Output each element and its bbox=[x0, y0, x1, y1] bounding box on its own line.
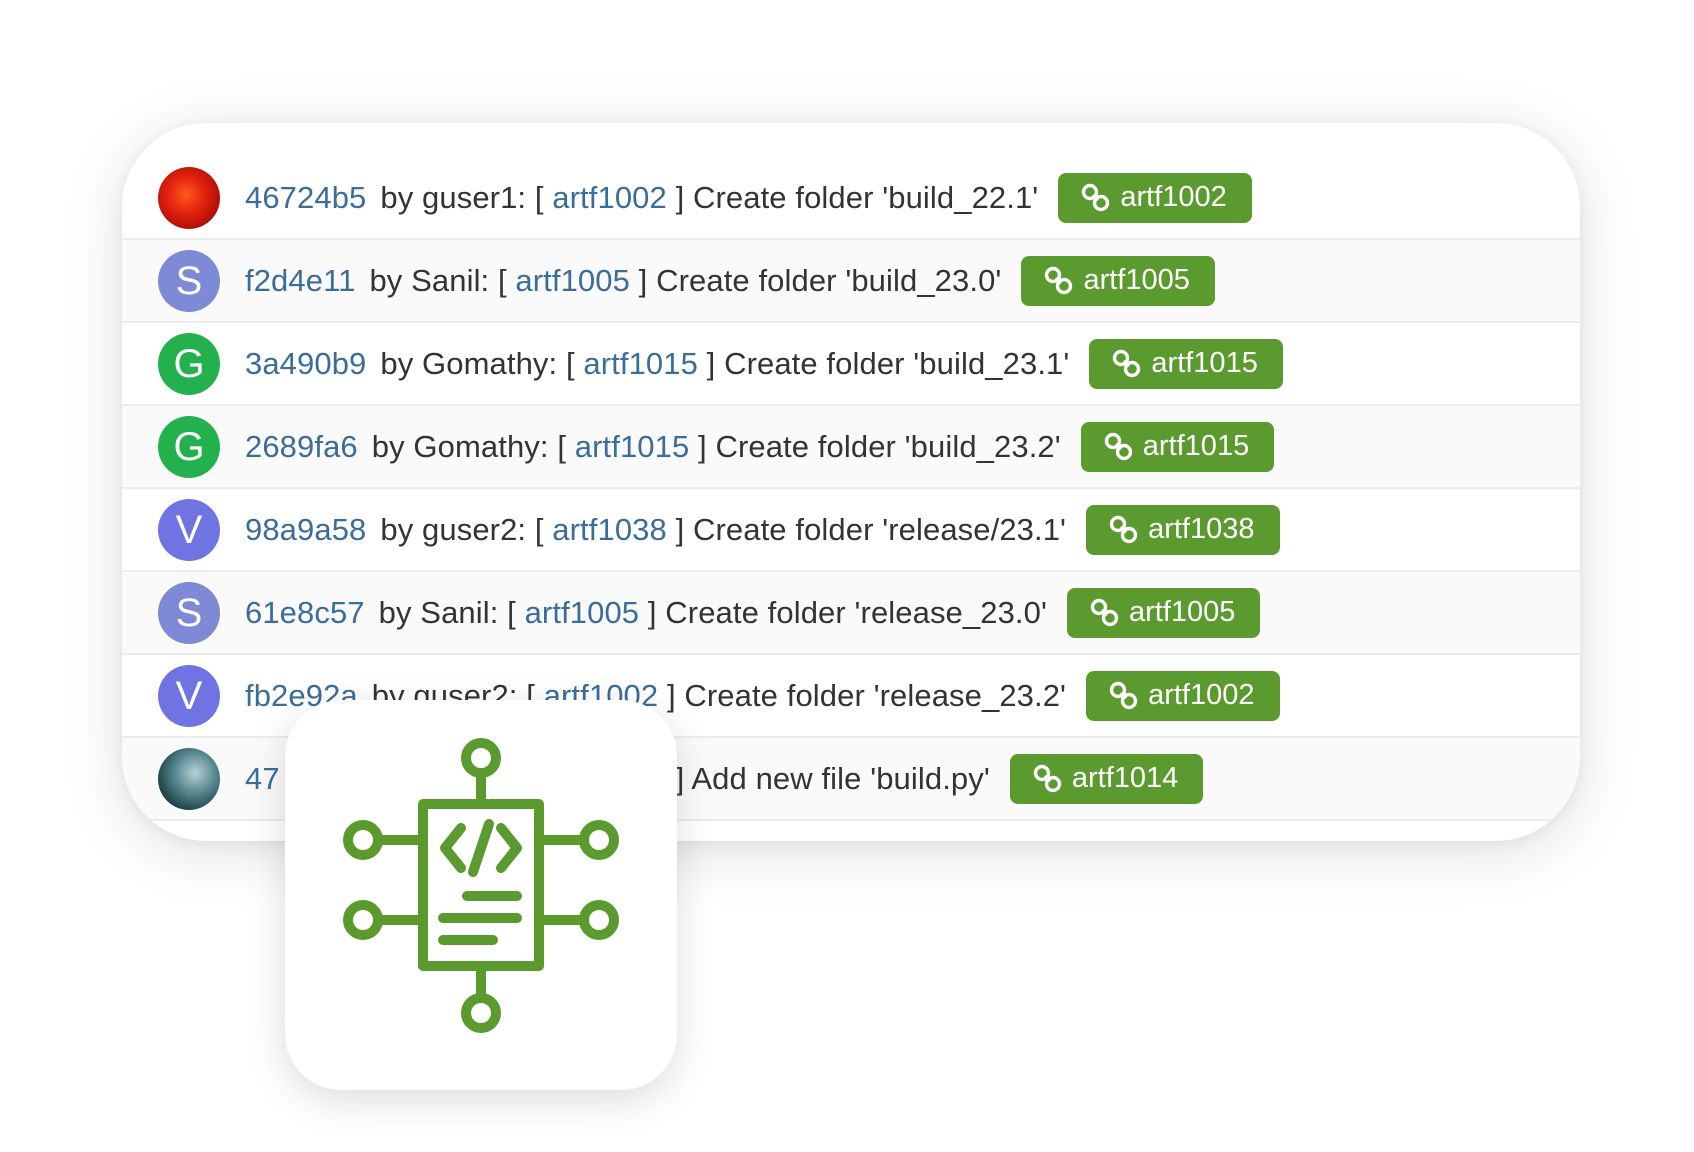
commit-text: 46724b5 by guser1: [ artf1002 ] Create fo… bbox=[245, 180, 1038, 216]
link-chain-icon bbox=[1090, 598, 1119, 626]
artifact-link[interactable]: artf1015 bbox=[574, 428, 690, 464]
commit-author: by Sanil: [ bbox=[378, 594, 525, 630]
commit-message: ] Add new file 'build.py' bbox=[666, 760, 990, 796]
code-document-circuit-icon bbox=[343, 738, 619, 1033]
avatar[interactable]: V bbox=[158, 664, 220, 727]
commit-author: by Gomathy: [ bbox=[380, 345, 584, 381]
commit-author: by Sanil: [ bbox=[369, 262, 516, 298]
artifact-link[interactable]: artf1038 bbox=[552, 511, 667, 547]
artifact-tag-button[interactable]: artf1038 bbox=[1086, 504, 1280, 555]
link-chain-icon bbox=[1104, 432, 1132, 460]
artifact-tag-label: artf1005 bbox=[1129, 596, 1236, 628]
artifact-tag-label: artf1002 bbox=[1148, 679, 1255, 711]
artifact-tag-button[interactable]: artf1002 bbox=[1086, 670, 1280, 721]
artifact-tag-button[interactable]: artf1002 bbox=[1058, 172, 1252, 223]
commit-list: 46724b5 by guser1: [ artf1002 ] Create fo… bbox=[122, 157, 1580, 821]
link-chain-icon bbox=[1109, 681, 1138, 709]
commit-hash-link[interactable]: 98a9a58 bbox=[245, 511, 367, 547]
commit-text: 98a9a58 by guser2: [ artf1038 ] Create fo… bbox=[245, 512, 1066, 548]
commit-message: ] Create folder 'release_23.0' bbox=[639, 594, 1047, 630]
artifact-tag-button[interactable]: artf1005 bbox=[1067, 587, 1261, 638]
commit-hash-link[interactable]: 47 bbox=[245, 760, 280, 796]
commit-message: ] Create folder 'build_23.1' bbox=[697, 345, 1070, 381]
commit-row: G 3a490b9 by Gomathy: [ artf1015 ] Create … bbox=[122, 323, 1580, 406]
commit-row: S 61e8c57 by Sanil: [ artf1005 ] Create fo… bbox=[122, 572, 1580, 655]
avatar[interactable] bbox=[158, 166, 220, 229]
artifact-tag-button[interactable]: artf1015 bbox=[1089, 338, 1283, 389]
commit-author: by guser1: [ bbox=[380, 179, 553, 215]
link-chain-icon bbox=[1045, 266, 1073, 294]
commit-message: ] Create folder 'build_23.2' bbox=[689, 428, 1061, 464]
avatar[interactable]: S bbox=[158, 581, 220, 644]
commit-history-card: 46724b5 by guser1: [ artf1002 ] Create fo… bbox=[122, 123, 1580, 841]
artifact-tag-button[interactable]: artf1014 bbox=[1009, 753, 1204, 804]
commit-hash-link[interactable]: 61e8c57 bbox=[245, 594, 365, 630]
artifact-tag-label: artf1015 bbox=[1151, 347, 1258, 379]
commit-row: 46724b5 by guser1: [ artf1002 ] Create fo… bbox=[122, 157, 1580, 240]
commit-message: ] Create folder 'build_23.0' bbox=[629, 262, 1002, 298]
link-chain-icon bbox=[1033, 764, 1062, 792]
commit-hash-link[interactable]: 2689fa6 bbox=[245, 428, 358, 464]
artifact-tag-label: artf1038 bbox=[1148, 513, 1255, 545]
artifact-link[interactable]: artf1005 bbox=[515, 262, 630, 298]
link-chain-icon bbox=[1113, 349, 1141, 377]
commit-message: ] Create folder 'build_22.1' bbox=[666, 179, 1039, 215]
link-chain-icon bbox=[1109, 515, 1138, 543]
avatar[interactable]: S bbox=[158, 249, 220, 312]
artifact-tag-label: artf1002 bbox=[1120, 181, 1227, 213]
commit-text: 2689fa6 by Gomathy: [ artf1015 ] Create f… bbox=[245, 429, 1061, 465]
commit-author: by Gomathy: [ bbox=[371, 428, 575, 464]
artifact-tag-label: artf1014 bbox=[1071, 762, 1179, 794]
artifact-tag-button[interactable]: artf1015 bbox=[1080, 421, 1275, 472]
commit-hash-link[interactable]: 3a490b9 bbox=[245, 345, 367, 381]
commit-text: f2d4e11 by Sanil: [ artf1005 ] Create fol… bbox=[245, 263, 1001, 299]
avatar[interactable]: G bbox=[158, 415, 220, 478]
avatar[interactable]: V bbox=[158, 498, 220, 561]
avatar[interactable] bbox=[158, 747, 220, 810]
commit-row: G 2689fa6 by Gomathy: [ artf1015 ] Create … bbox=[122, 406, 1580, 489]
artifact-link[interactable]: artf1005 bbox=[524, 594, 640, 630]
avatar[interactable]: G bbox=[158, 332, 220, 395]
commit-text: 61e8c57 by Sanil: [ artf1005 ] Create fol… bbox=[245, 595, 1047, 631]
commit-text: 3a490b9 by Gomathy: [ artf1015 ] Create f… bbox=[245, 346, 1069, 382]
artifact-tag-button[interactable]: artf1005 bbox=[1021, 255, 1215, 306]
commit-author: by guser2: [ bbox=[380, 511, 553, 547]
artifact-tag-label: artf1005 bbox=[1083, 264, 1190, 296]
link-chain-icon bbox=[1082, 183, 1110, 211]
commit-hash-link[interactable]: 46724b5 bbox=[245, 179, 367, 215]
code-icon-card bbox=[285, 700, 677, 1090]
commit-hash-link[interactable]: f2d4e11 bbox=[245, 262, 356, 298]
commit-row: V 98a9a58 by guser2: [ artf1038 ] Create f… bbox=[122, 489, 1580, 572]
artifact-link[interactable]: artf1015 bbox=[583, 345, 698, 381]
artifact-tag-label: artf1015 bbox=[1142, 430, 1250, 462]
commit-message: ] Create folder 'release/23.1' bbox=[666, 511, 1067, 547]
artifact-link[interactable]: artf1002 bbox=[552, 179, 667, 215]
commit-message: ] Create folder 'release_23.2' bbox=[658, 677, 1067, 713]
